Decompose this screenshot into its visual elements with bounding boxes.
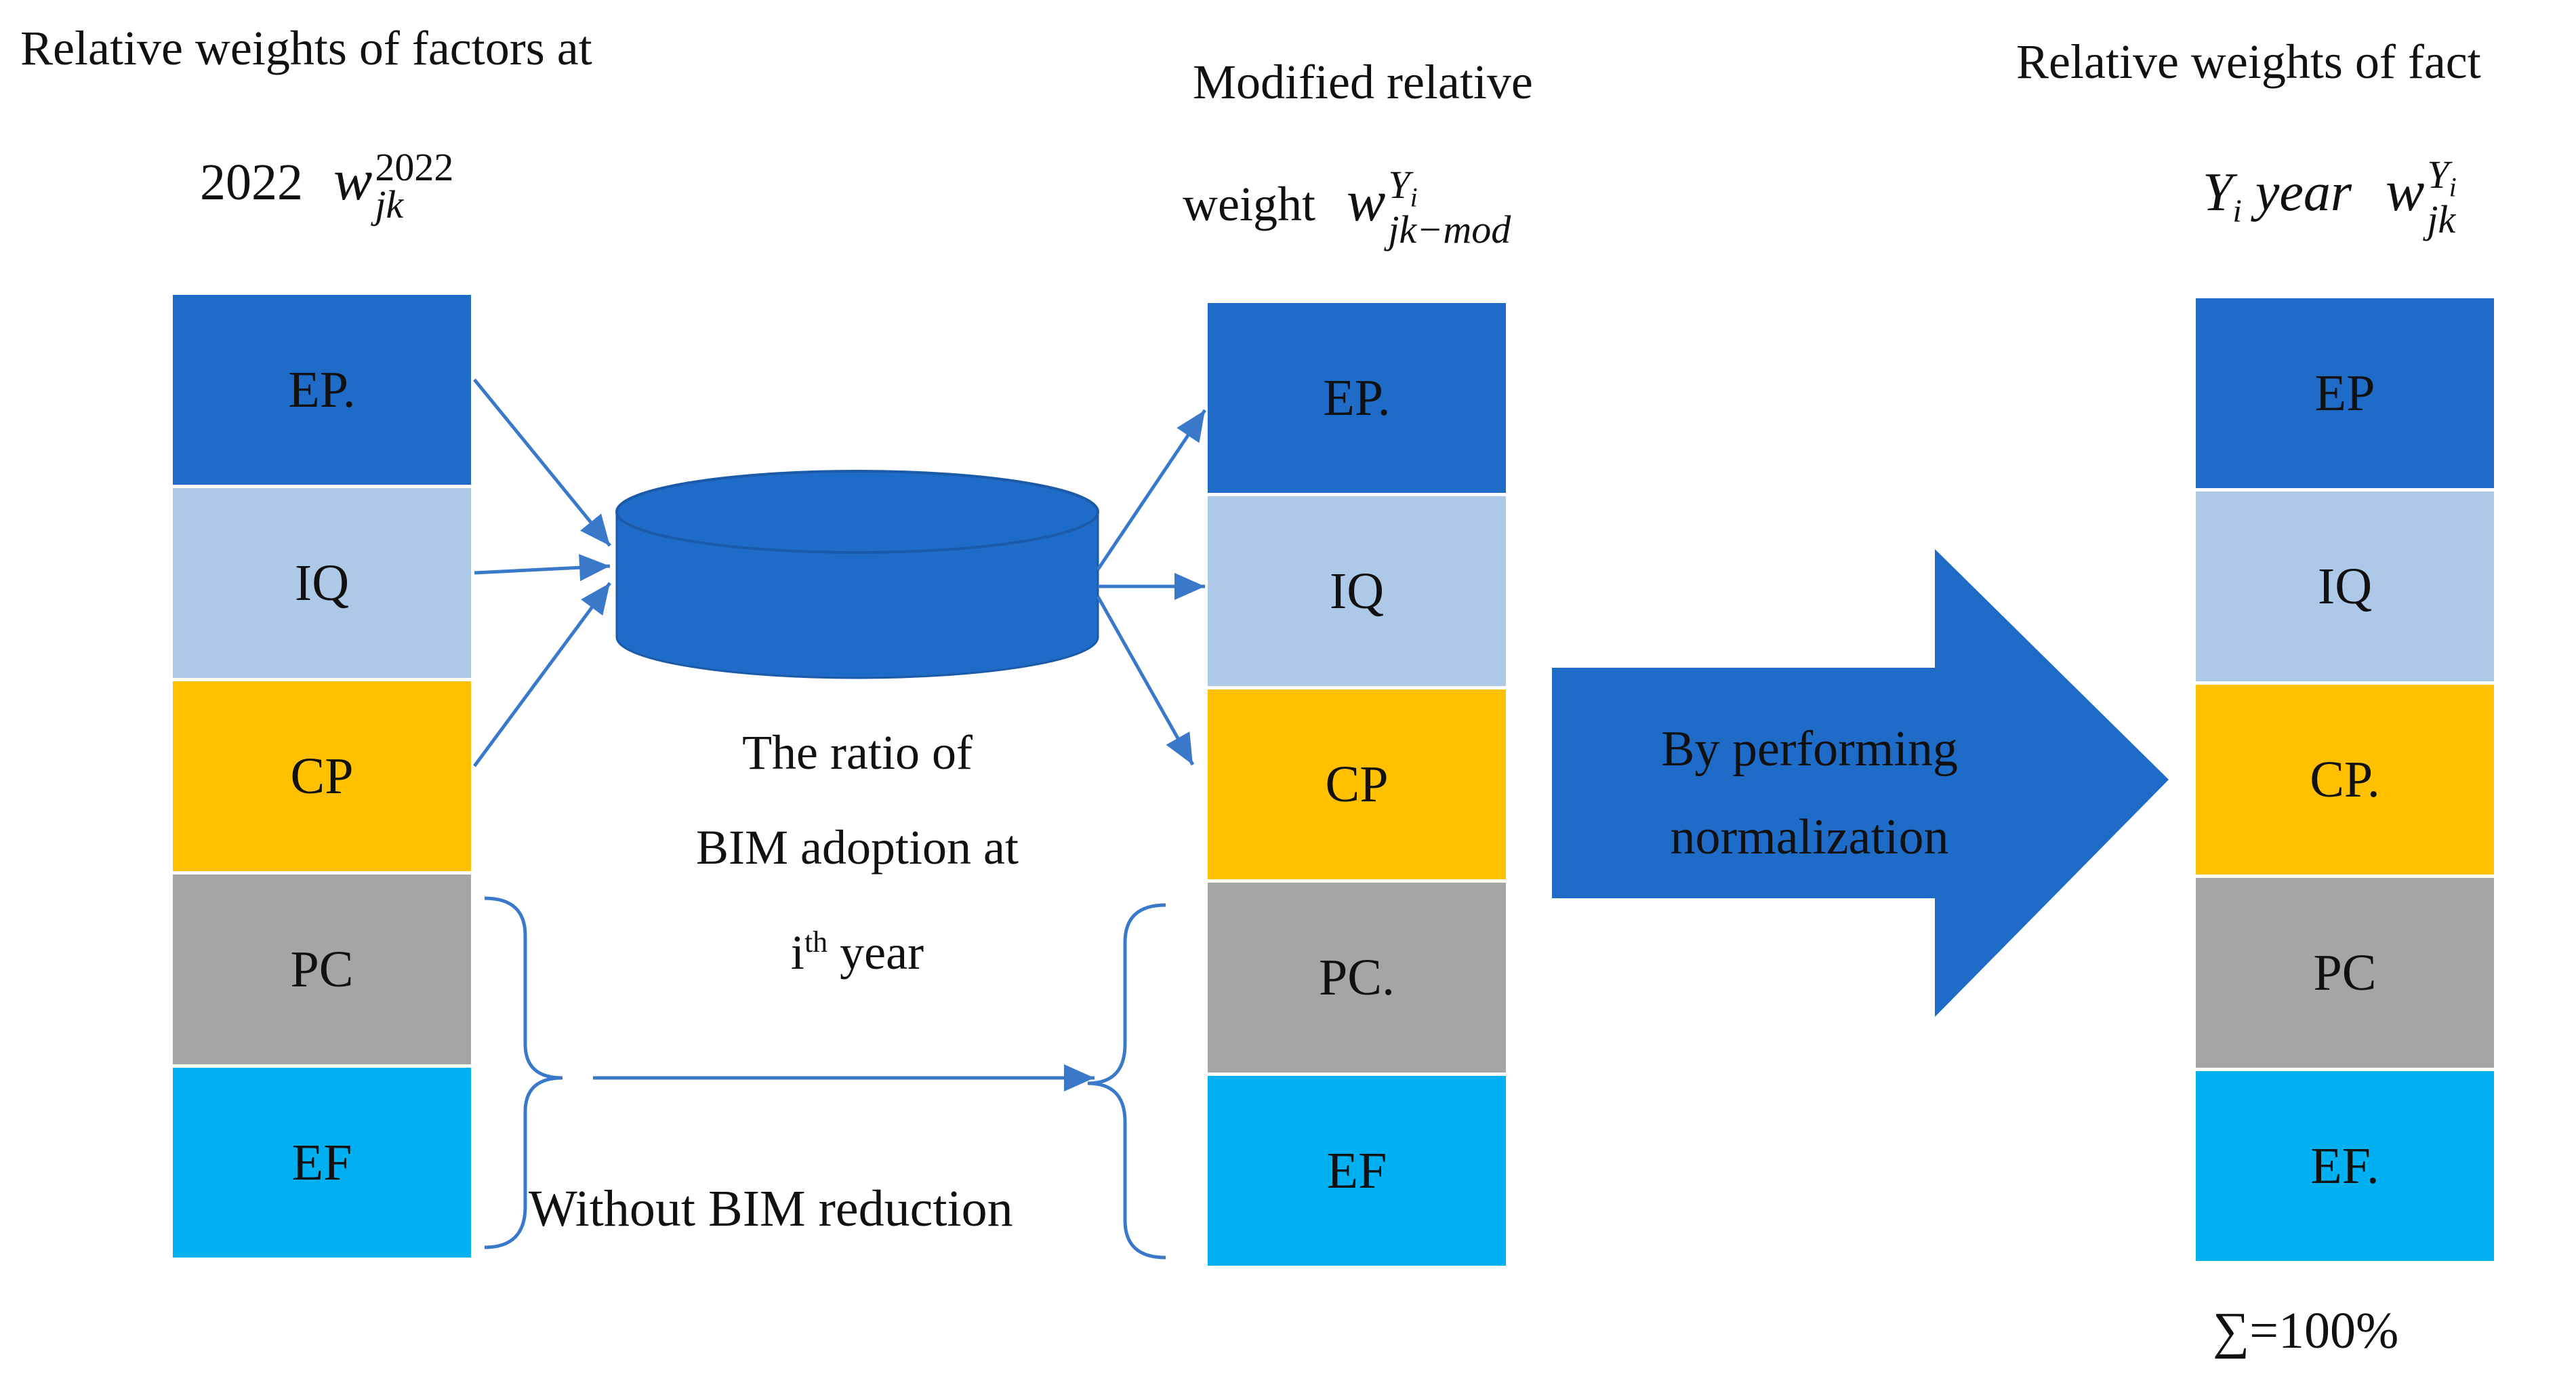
right-block-label: PC: [2313, 944, 2377, 1001]
right-block-ep: EP: [2196, 298, 2494, 488]
right-block-iq: IQ: [2196, 491, 2494, 681]
database-caption-line3: ith year: [790, 925, 924, 980]
arrow-db-to-ep: [1096, 409, 1207, 571]
left-block-label: IQ: [294, 554, 350, 611]
arrow-cp-to-db: [472, 582, 612, 767]
right-block-ef: EF.: [2196, 1071, 2494, 1261]
database-icon: [615, 470, 1099, 679]
left-bracket: [484, 896, 563, 1249]
arrow-db-to-cp: [1096, 595, 1195, 766]
left-block-iq: IQ: [173, 488, 471, 678]
right-block-label: EF.: [2310, 1137, 2379, 1195]
left-block-label: PC: [290, 940, 354, 998]
middle-block-label: EF: [1326, 1142, 1387, 1199]
right-bracket: [1087, 903, 1166, 1260]
middle-block-label: EP.: [1323, 369, 1391, 426]
database-caption-line1: The ratio of: [742, 725, 973, 780]
left-block-ep: EP.: [173, 295, 471, 485]
middle-block-iq: IQ: [1208, 496, 1506, 686]
left-block-label: EF: [291, 1133, 352, 1191]
right-block-pc: PC: [2196, 878, 2494, 1068]
left-year: 2022: [200, 154, 303, 211]
middle-weight-word: weight: [1183, 177, 1315, 232]
left-block-ef: EF: [173, 1068, 471, 1258]
right-block-label: IQ: [2317, 557, 2373, 615]
left-block-label: CP: [290, 747, 354, 805]
middle-block-label: IQ: [1329, 562, 1385, 620]
database-caption: The ratio of BIM adoption at ith year: [640, 705, 1074, 1000]
database-caption-line2: BIM adoption at: [696, 820, 1019, 875]
arrow-ep-to-db: [473, 378, 611, 547]
left-block-label: EP.: [288, 361, 356, 418]
bracket-label: Without BIM reduction: [529, 1180, 1013, 1237]
left-block-pc: PC: [173, 875, 471, 1064]
middle-block-label: PC.: [1319, 948, 1395, 1006]
middle-block-ep: EP.: [1208, 303, 1506, 493]
sum-label: ∑=100%: [2213, 1302, 2399, 1359]
arrow-iq-to-db: [474, 554, 611, 582]
middle-block-label: CP: [1325, 755, 1389, 813]
middle-block-cp: CP: [1208, 689, 1506, 879]
right-block-cp: CP.: [2196, 685, 2494, 875]
normalization-line2: normalization: [1670, 809, 1949, 865]
left-title: Relative weights of factors at: [20, 21, 592, 75]
right-year-label: Yi year: [2203, 163, 2352, 230]
normalization-text: By performing normalization: [1559, 705, 2060, 881]
normalization-line1: By performing: [1661, 721, 1958, 777]
right-block-label: EP: [2314, 364, 2375, 422]
middle-block-pc: PC.: [1208, 883, 1506, 1072]
left-block-cp: CP: [173, 681, 471, 871]
middle-title: Modified relative: [1193, 55, 1533, 109]
right-title: Relative weights of fact: [2016, 35, 2481, 89]
middle-block-ef: EF: [1208, 1076, 1506, 1266]
right-block-label: CP.: [2310, 750, 2380, 808]
normalization-arrow: [1552, 549, 2169, 1017]
